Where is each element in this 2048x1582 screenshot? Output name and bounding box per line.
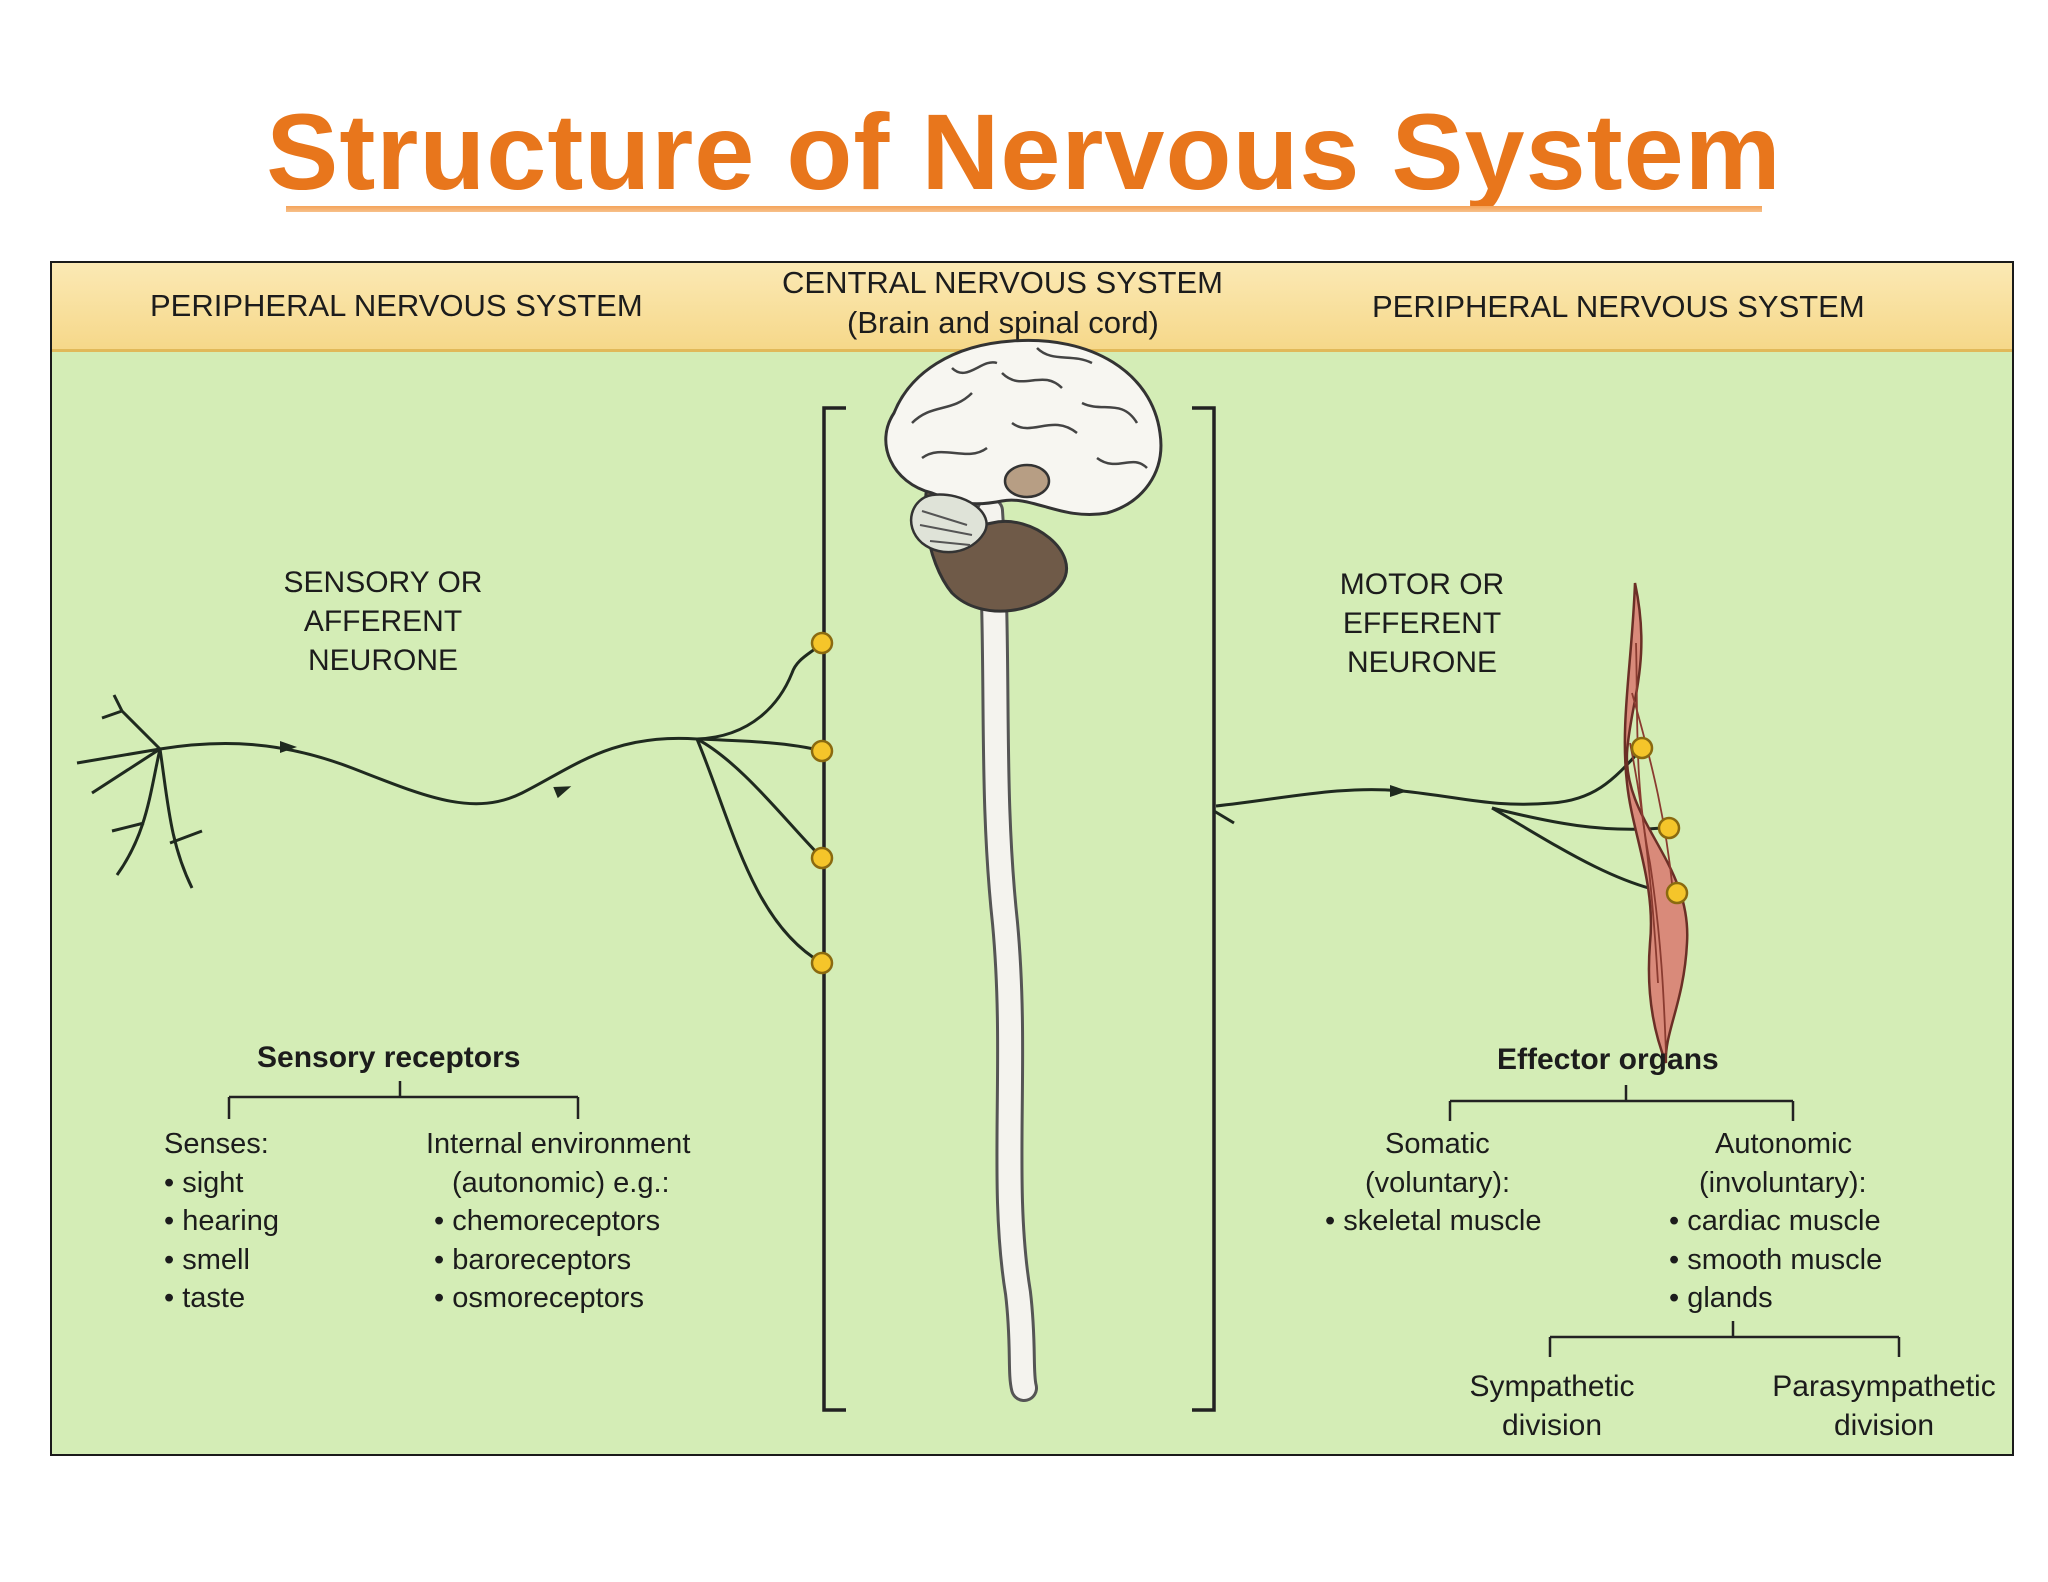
autonomic-sublabel: (involuntary): — [1699, 1166, 1867, 1199]
internal-environment-sublabel: (autonomic) e.g.: — [452, 1166, 670, 1199]
header-left-label: PERIPHERAL NERVOUS SYSTEM — [150, 288, 643, 323]
brain-icon — [884, 338, 1163, 613]
list-item: • cardiac muscle — [1669, 1205, 1881, 1237]
effector-organs-heading: Effector organs — [1497, 1043, 1719, 1076]
autonomic-label: Autonomic — [1715, 1128, 1853, 1160]
title-underline — [286, 206, 1762, 212]
list-item: • glands — [1669, 1282, 1773, 1314]
senses-group: Senses: • sight • hearing • smell • tast… — [164, 1125, 279, 1318]
list-item: • smooth muscle — [1669, 1243, 1883, 1276]
autonomic-group: Autonomic (involuntary): • cardiac muscl… — [1669, 1125, 1882, 1318]
diagram-artwork — [76, 338, 1901, 1412]
somatic-sublabel: (voluntary): — [1365, 1166, 1511, 1199]
list-item: • osmoreceptors — [434, 1282, 645, 1314]
list-item: • smell — [164, 1243, 250, 1276]
muscle-icon — [1623, 582, 1689, 1064]
nervous-system-diagram: PERIPHERAL NERVOUS SYSTEM CENTRAL NERVOU… — [50, 261, 2014, 1456]
header-center-sublabel: (Brain and spinal cord) — [847, 305, 1159, 340]
header-center-label: CENTRAL NERVOUS SYSTEM — [782, 265, 1223, 300]
sympathetic-division-label: Sympathetic division — [1469, 1370, 1635, 1442]
sensory-neurone-label: SENSORY OR AFFERENT NEURONE — [283, 566, 483, 677]
list-item: • hearing — [164, 1205, 279, 1237]
somatic-group: Somatic (voluntary): • skeletal muscle — [1325, 1125, 1541, 1241]
cns-bracket-left — [822, 406, 846, 1412]
synapse-dots — [810, 631, 1689, 975]
motor-neurone-label: MOTOR OR EFFERENT NEURONE — [1339, 568, 1505, 679]
header-right-label: PERIPHERAL NERVOUS SYSTEM — [1372, 289, 1865, 324]
internal-environment-label: Internal environment — [426, 1128, 691, 1160]
list-item: • sight — [164, 1166, 244, 1199]
parasympathetic-division-label: Parasympathetic division — [1772, 1370, 1996, 1442]
list-item: • chemoreceptors — [434, 1205, 661, 1237]
somatic-label: Somatic — [1385, 1128, 1490, 1160]
slide-title: Structure of Nervous System — [266, 91, 1782, 212]
list-item: • taste — [164, 1282, 246, 1314]
list-item: • skeletal muscle — [1325, 1205, 1542, 1237]
motor-neurone-line — [1213, 747, 1671, 895]
cns-bracket-right — [1192, 406, 1216, 1412]
sensory-neurone-line — [76, 641, 824, 965]
list-item: • baroreceptors — [434, 1243, 632, 1276]
senses-label: Senses: — [164, 1128, 269, 1160]
sensory-receptors-heading: Sensory receptors — [257, 1041, 521, 1074]
internal-environment-group: Internal environment (autonomic) e.g.: •… — [426, 1125, 690, 1318]
